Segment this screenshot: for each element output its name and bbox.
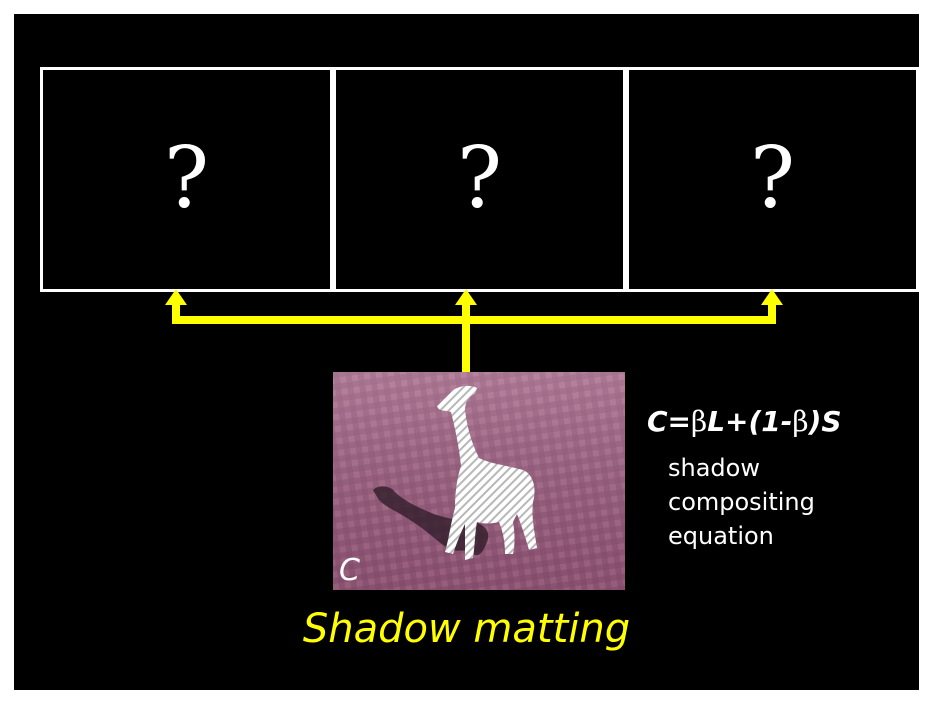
arrowhead-right <box>761 289 783 305</box>
slide: ? ? ? <box>14 14 919 690</box>
equation-description-line-3: equation <box>668 522 774 550</box>
photo-label: C <box>339 553 360 588</box>
arrow-stem-left <box>172 304 180 318</box>
composite-photo: C <box>333 372 625 590</box>
arrowhead-left <box>165 289 187 305</box>
equation-part-5: )S <box>809 405 842 438</box>
equation-description-line-2: compositing <box>668 488 815 516</box>
equation-beta-1: β <box>691 405 707 438</box>
arrow-crossbar <box>172 316 776 324</box>
arrow-stem-center <box>462 304 470 376</box>
equation-beta-2: β <box>792 405 808 438</box>
shadow-equation: C=βL+(1-β)S <box>647 405 842 438</box>
equation-part-3: L+(1- <box>707 405 792 438</box>
equation-part-1: C= <box>647 405 691 438</box>
giraffe-shadow-image: C <box>333 372 625 590</box>
arrowhead-center <box>455 289 477 305</box>
equation-description-line-1: shadow <box>668 454 760 482</box>
arrow-stem-right <box>768 304 776 318</box>
slide-caption: Shadow matting <box>14 606 919 652</box>
